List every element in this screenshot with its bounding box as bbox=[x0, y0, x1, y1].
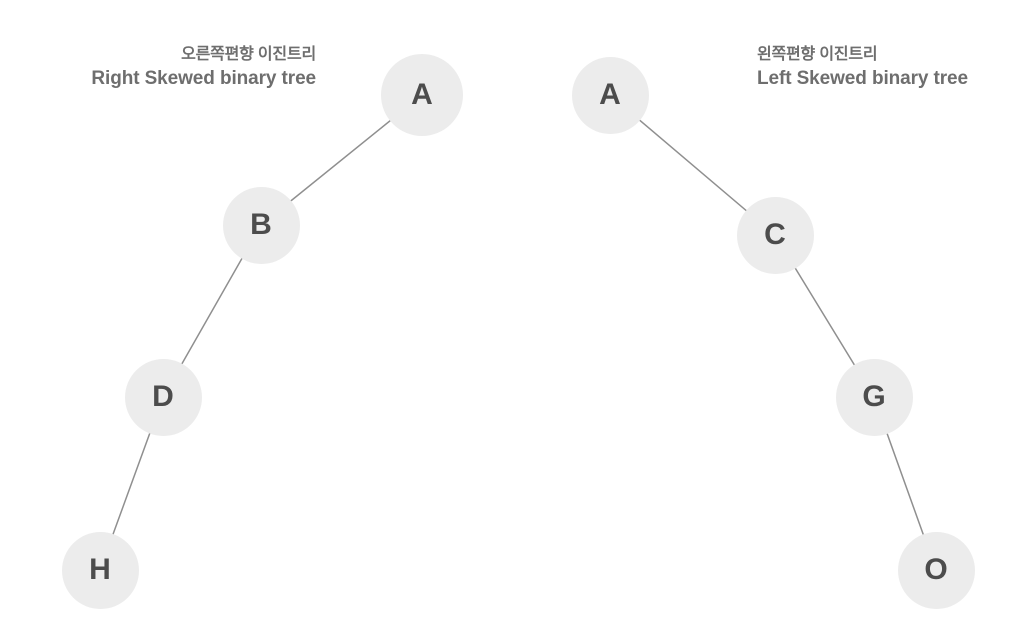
tree-node-label: A bbox=[599, 78, 621, 111]
tree-node-H[interactable]: H bbox=[61, 531, 139, 609]
tree-node-G[interactable]: G bbox=[835, 358, 913, 436]
caption-right-skewed-tree: 오른쪽편향 이진트리 Right Skewed binary tree bbox=[26, 44, 316, 92]
tree-node-label: G bbox=[862, 380, 886, 413]
tree-node-label: B bbox=[250, 208, 272, 241]
tree-node-label: C bbox=[764, 218, 786, 251]
tree-node-O[interactable]: O bbox=[897, 531, 975, 609]
caption-korean: 오른쪽편향 이진트리 bbox=[181, 46, 316, 63]
tree-node-B[interactable]: B bbox=[222, 186, 300, 264]
caption-english: Right Skewed binary tree bbox=[91, 68, 316, 90]
tree-node-C[interactable]: C bbox=[736, 196, 814, 274]
tree-node-A[interactable]: A bbox=[381, 54, 463, 136]
caption-left-skewed-tree: 왼쪽편향 이진트리 Left Skewed binary tree bbox=[757, 44, 968, 92]
tree-node-A2[interactable]: A bbox=[571, 56, 649, 134]
tree-node-label: D bbox=[152, 380, 174, 413]
tree-node-label: H bbox=[89, 553, 111, 586]
caption-korean: 왼쪽편향 이진트리 bbox=[757, 46, 878, 63]
tree-node-label: A bbox=[411, 78, 433, 111]
tree-node-D[interactable]: D bbox=[124, 358, 202, 436]
caption-english: Left Skewed binary tree bbox=[757, 68, 968, 90]
tree-node-label: O bbox=[924, 553, 948, 586]
